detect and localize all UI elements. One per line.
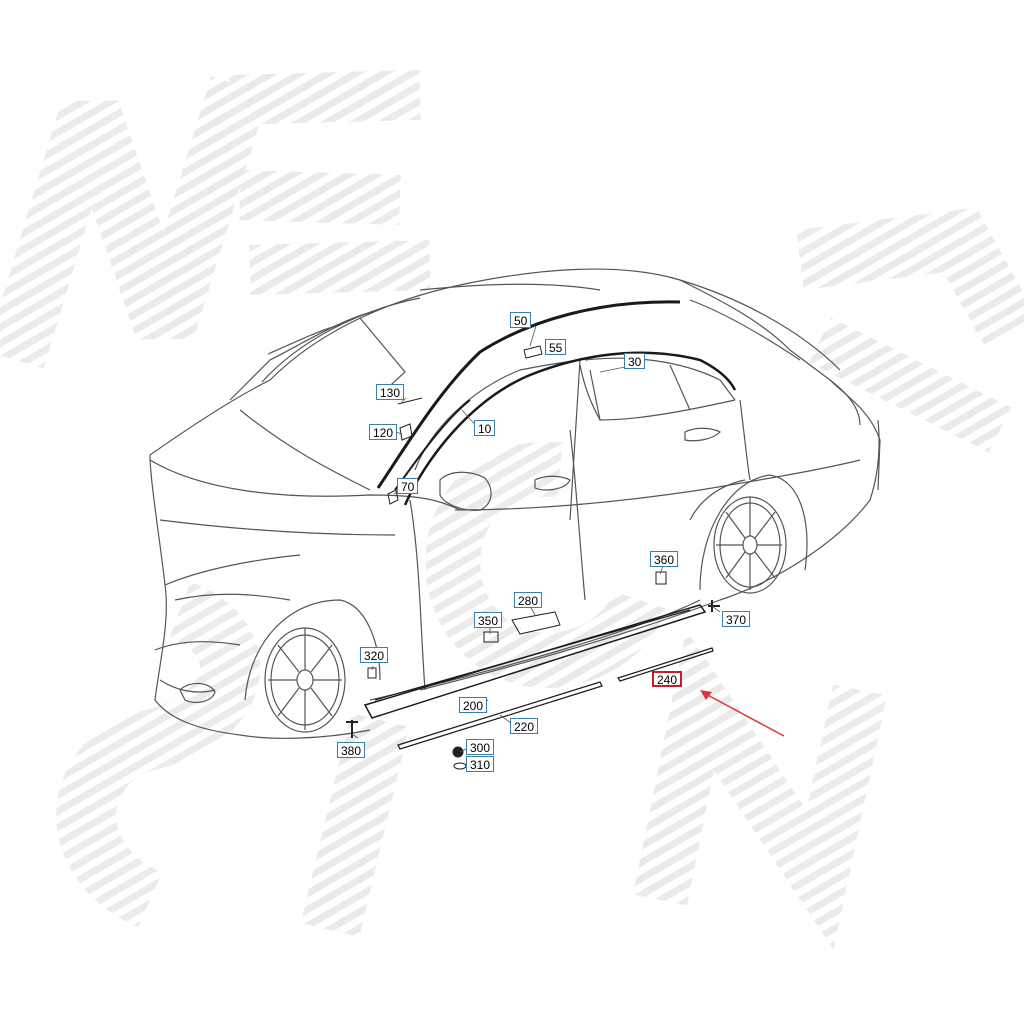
clip-360	[655, 571, 667, 585]
callout-310: 310	[466, 756, 495, 772]
callout-370: 370	[722, 611, 751, 627]
watermark-logo	[0, 70, 1024, 950]
door-frame-trim-30	[403, 351, 737, 506]
callout-320: 320	[360, 647, 389, 663]
callout-30: 30	[624, 353, 646, 369]
callout-300: 300	[466, 739, 495, 755]
clip-320	[367, 667, 377, 679]
pointer-arrow	[700, 690, 785, 737]
bracket-280	[511, 611, 561, 635]
callout-10: 10	[474, 420, 496, 436]
hardware-parts	[346, 345, 720, 770]
car-outline	[149, 268, 881, 739]
screw-380	[346, 720, 358, 738]
callout-50: 50	[510, 312, 532, 328]
clip-70	[387, 489, 399, 505]
callout-350: 350	[474, 612, 503, 628]
clip-120	[399, 423, 413, 441]
sill-strip-240	[617, 647, 714, 682]
clip-300	[452, 746, 464, 758]
callout-55: 55	[545, 339, 567, 355]
callout-130: 130	[376, 384, 405, 400]
callout-220: 220	[510, 718, 539, 734]
callout-360: 360	[650, 551, 679, 567]
callout-240-highlighted: 240	[652, 671, 683, 687]
callout-380: 380	[337, 742, 366, 758]
clip-130	[397, 397, 423, 405]
callout-280: 280	[514, 592, 543, 608]
clip-350	[483, 631, 499, 643]
sill-panel-200	[363, 604, 707, 719]
trim-parts	[363, 300, 737, 750]
callout-120: 120	[369, 424, 398, 440]
roof-trim-50	[376, 300, 681, 489]
clip-55	[523, 345, 543, 359]
sill-strip-220	[397, 681, 603, 750]
callout-200: 200	[459, 697, 488, 713]
washer-310	[453, 762, 467, 770]
callout-70: 70	[397, 478, 419, 494]
leader-lines	[351, 325, 721, 753]
